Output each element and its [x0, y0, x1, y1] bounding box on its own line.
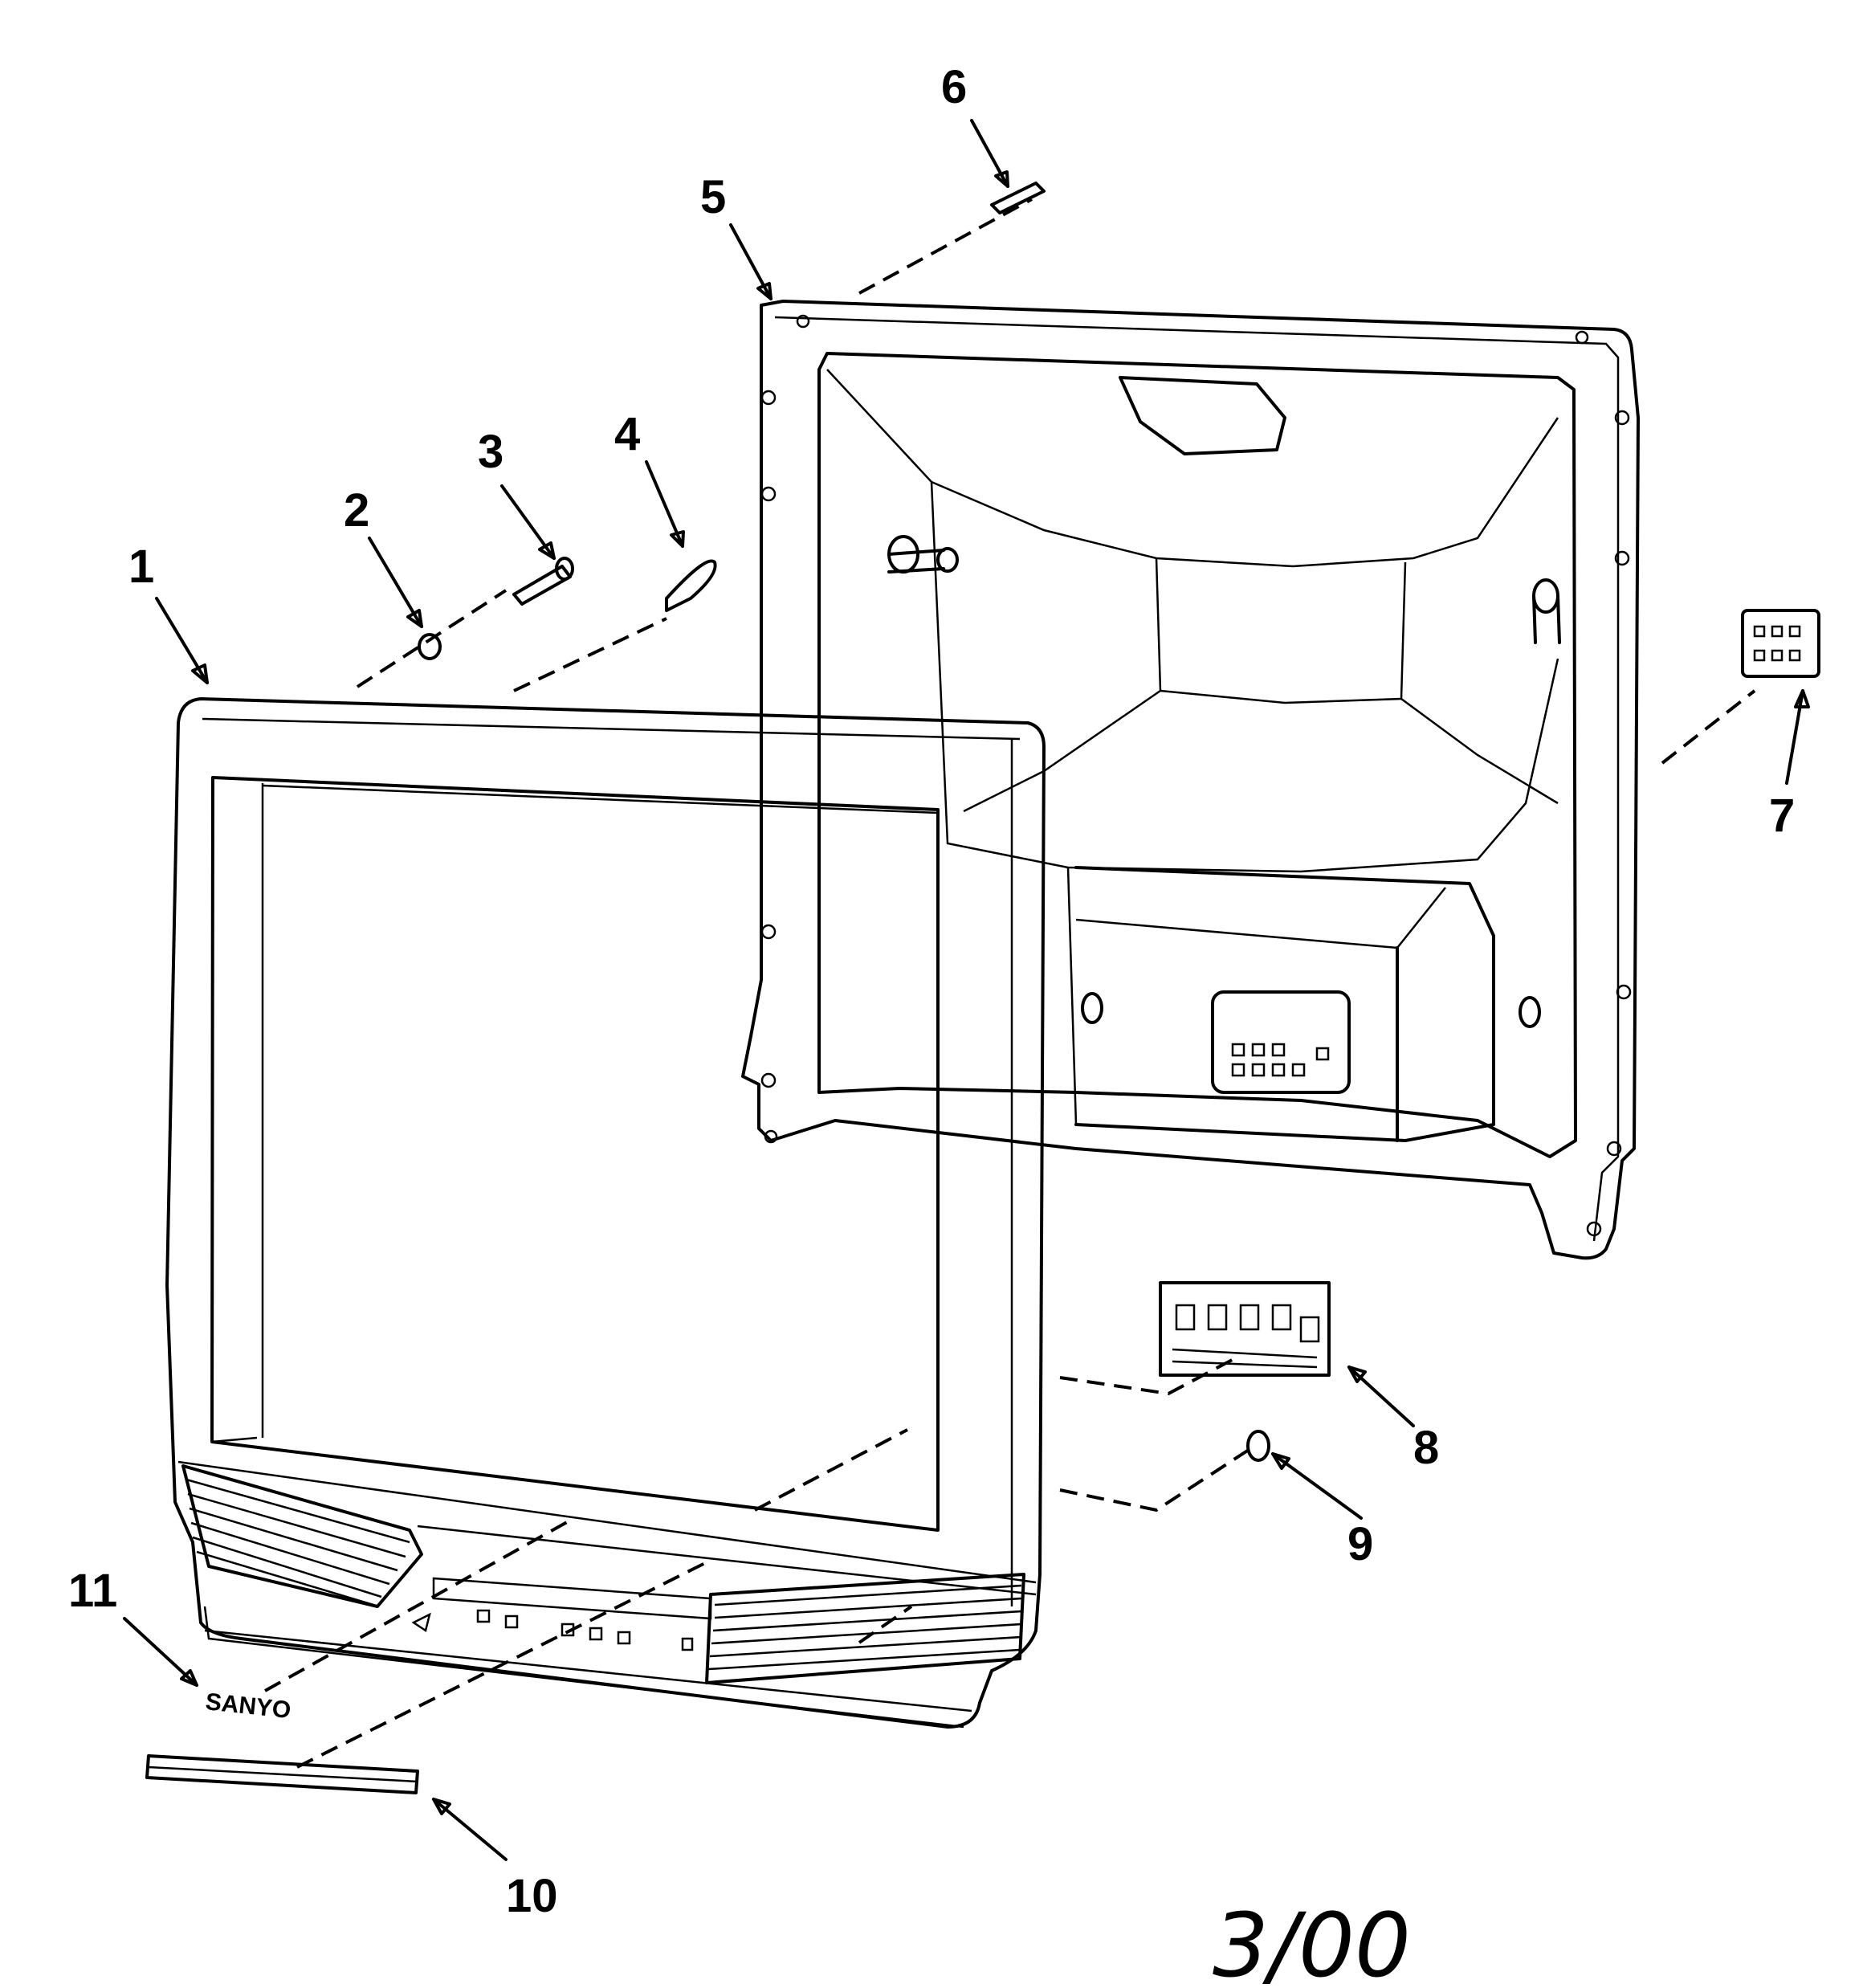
leader-arrows: [123, 119, 1810, 1861]
small-parts: SANYO: [145, 182, 1820, 1794]
front-cabinet: [165, 697, 1046, 1729]
date-stamp: 3/00: [1213, 1894, 1411, 1988]
assembly-lines: [264, 198, 1756, 1769]
callout-1: 1: [128, 541, 154, 593]
callout-11: 11: [68, 1565, 117, 1617]
callout-5: 5: [700, 171, 726, 223]
callout-9: 9: [1347, 1518, 1373, 1570]
callout-10: 10: [506, 1870, 558, 1922]
callout-7: 7: [1769, 790, 1795, 842]
callout-3: 3: [478, 426, 503, 478]
callout-2: 2: [344, 484, 369, 537]
brand-badge-label: SANYO: [204, 1688, 292, 1724]
callout-6: 6: [941, 61, 967, 113]
callout-8: 8: [1413, 1422, 1439, 1474]
rear-cabinet: [741, 300, 1640, 1260]
callout-labels: 1 2 3 4 5 6 7 8 9 10 11: [68, 61, 1795, 1922]
callout-4: 4: [614, 408, 640, 460]
